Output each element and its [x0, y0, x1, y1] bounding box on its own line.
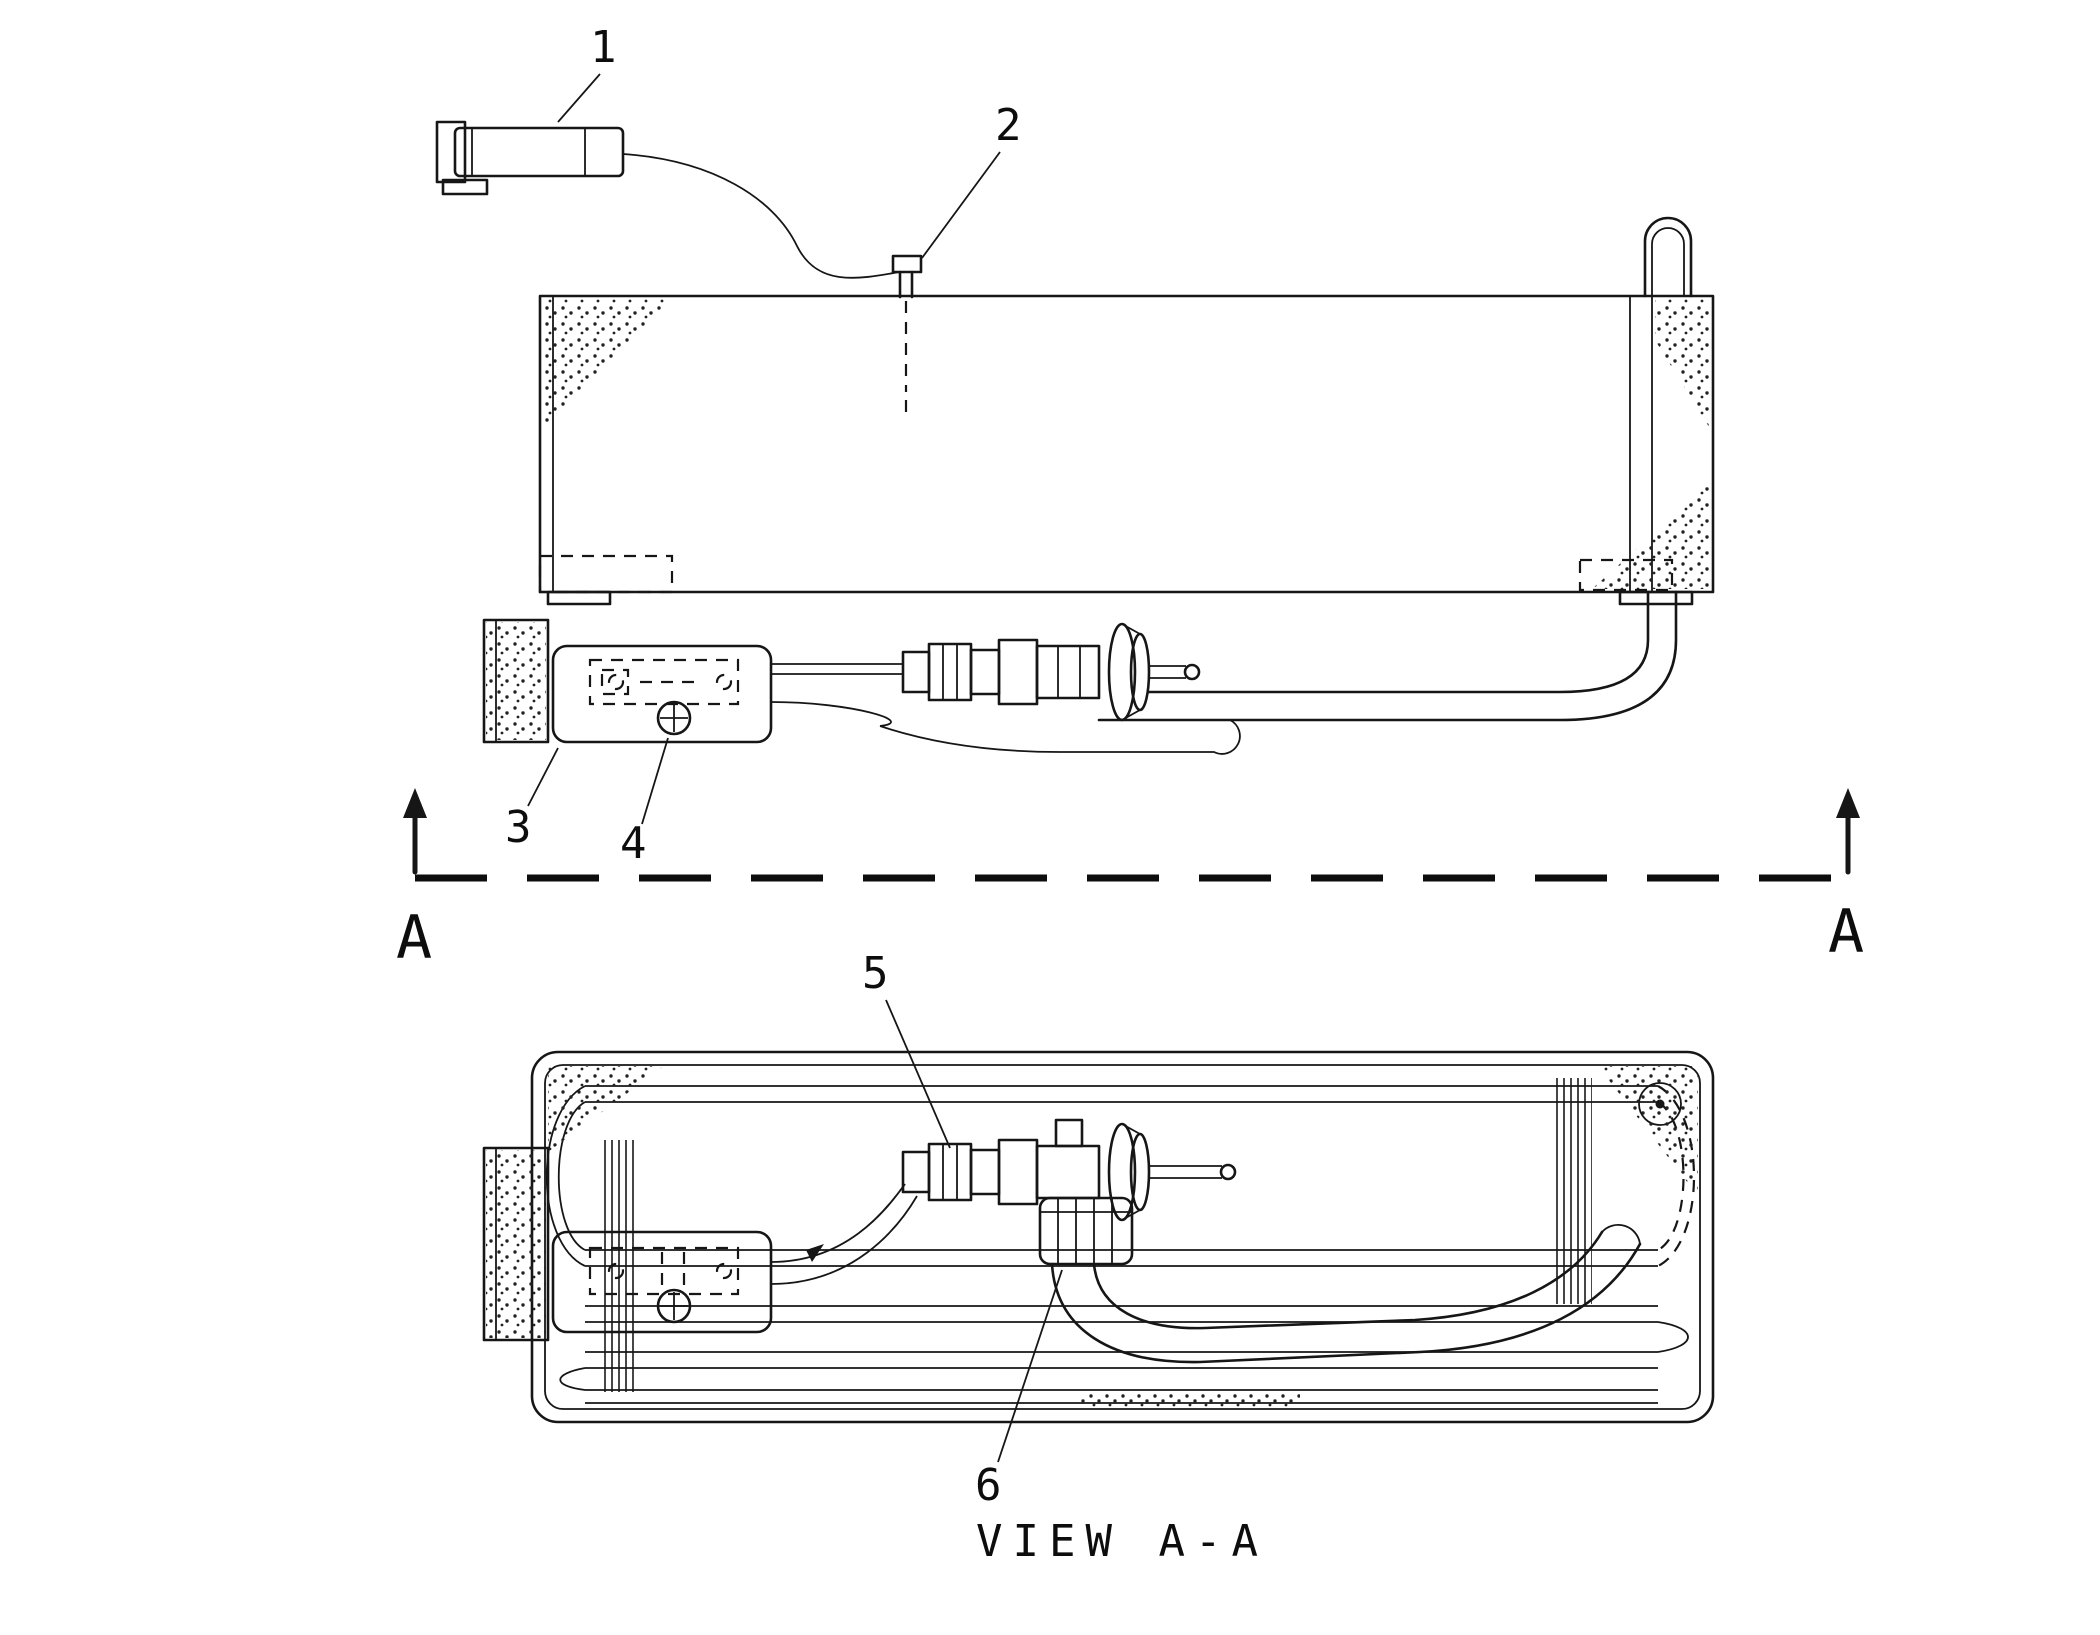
tube-fitting-plan [901, 1138, 1039, 1206]
view-caption: VIEW A-A [976, 1516, 1268, 1567]
shading-top-left [543, 299, 672, 428]
callout-1: 1 [557, 22, 617, 123]
callout-5-label: 5 [862, 948, 889, 999]
outlet-tube [1147, 590, 1650, 694]
screw-part [656, 700, 692, 736]
inlet-pipe-stub [1643, 216, 1693, 298]
callout-5: 5 [862, 948, 951, 1149]
return-tube [879, 719, 1241, 755]
section-cut-line: A A [396, 788, 1864, 973]
shading-bottom-right [1592, 482, 1711, 589]
sensor-wire [622, 153, 900, 279]
tube-fitting [901, 638, 1039, 706]
fin-band-left [600, 1140, 636, 1392]
shading-plan-bottom [1080, 1394, 1300, 1408]
valve-body [1035, 622, 1201, 722]
callout-1-label: 1 [590, 22, 617, 73]
callout-6: 6 [975, 1269, 1063, 1511]
fin-band-right [1556, 1078, 1592, 1304]
callout-3: 3 [505, 747, 559, 853]
section-arrow-right [1836, 788, 1860, 875]
callout-4: 4 [620, 737, 669, 869]
sensor-connector [435, 120, 900, 279]
core-tubes [545, 1085, 1696, 1404]
callout-3-label: 3 [505, 802, 532, 853]
heater-core-body [538, 216, 1715, 606]
sweep-pipe [1050, 1242, 1642, 1364]
retaining-clip [891, 254, 923, 414]
shading-block [486, 622, 546, 740]
shading-plan-top-left [548, 1066, 664, 1152]
callout-2-label: 2 [995, 100, 1022, 151]
section-label-right: A [1828, 897, 1864, 967]
section-label-left: A [396, 903, 432, 973]
side-view: 1 2 3 4 [435, 22, 1715, 869]
callout-4-label: 4 [620, 818, 647, 869]
plan-view-a-a: 5 6 VIEW A-A [482, 948, 1715, 1567]
valve-and-tube-assembly-side [482, 590, 1678, 755]
section-arrow-left [403, 788, 427, 875]
valve-body-plan [1035, 1118, 1237, 1222]
shading-plan-top-right [1598, 1066, 1698, 1196]
valve-and-tube-assembly-plan [482, 1118, 1642, 1364]
callout-2: 2 [921, 100, 1022, 259]
elbow-nut [1038, 1196, 1134, 1266]
callout-6-label: 6 [975, 1460, 1002, 1511]
shading-right [1655, 299, 1711, 430]
